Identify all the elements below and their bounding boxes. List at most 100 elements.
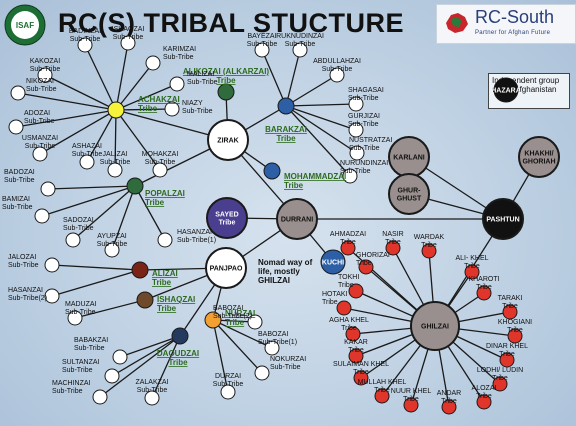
page-title: RC(S) TRIBAL STUCTURE	[58, 8, 404, 38]
node-jalozai	[44, 257, 60, 273]
label-hazara: HAZARA	[491, 88, 521, 95]
node-kakozai	[37, 67, 53, 83]
node-lodhi	[492, 376, 508, 392]
link-karimzai	[115, 62, 154, 111]
label-karlani: KARLANI	[393, 155, 425, 162]
link-bayezai	[261, 49, 287, 107]
link-gurjizai	[285, 105, 357, 131]
node-alizai	[131, 261, 149, 279]
node-maduzai	[67, 310, 83, 326]
label-panjpao: PANJPAO	[210, 266, 243, 273]
node-ayupzai	[104, 242, 120, 258]
node-kakar	[348, 348, 364, 364]
node-nuurkhel	[403, 397, 419, 413]
label-khakhi: KHAKHI/GHORIAH	[522, 151, 555, 166]
link-maduzai	[74, 299, 146, 319]
node-taraki	[502, 304, 518, 320]
node-alozai	[476, 394, 492, 410]
node-bamizai	[34, 208, 50, 224]
link-babozai1	[212, 319, 273, 349]
label-pashtun: PASHTUN	[486, 217, 519, 224]
node-usmanzai	[32, 146, 48, 162]
link-jalizai	[114, 109, 117, 171]
node-andar	[441, 399, 457, 415]
node-ghurghust	[388, 173, 430, 215]
node-hasanzai1	[157, 232, 173, 248]
node-ruknudinzai	[292, 42, 308, 58]
node-nasir	[385, 240, 401, 256]
node-nikozai	[10, 85, 26, 101]
label-durrani: DURRANI	[281, 217, 313, 224]
label-kuchi: KUCHI	[322, 260, 344, 267]
link-zalakzai	[151, 335, 181, 399]
node-badozai	[40, 181, 56, 197]
link-sultanzai	[111, 335, 181, 377]
node-ishaqzai_s	[120, 35, 136, 51]
link-bamizai	[41, 185, 136, 217]
link-nokurzai	[212, 319, 263, 374]
node-sultanzai	[104, 368, 120, 384]
node-niazy	[164, 101, 180, 117]
node-mohakzai	[152, 162, 168, 178]
node-kuchi	[320, 249, 346, 275]
link-babakzai	[119, 335, 181, 358]
link-abdullahzai	[285, 74, 338, 107]
node-khakhi	[518, 136, 560, 178]
node-mohammadzai	[263, 162, 281, 180]
isaf-logo: ISAF	[4, 4, 46, 46]
node-alikozai	[217, 83, 235, 101]
node-kharoti	[476, 285, 492, 301]
node-sayed	[206, 197, 248, 239]
node-durrani	[276, 198, 318, 240]
node-zirak	[207, 119, 249, 161]
node-babozai1	[264, 340, 280, 356]
node-ahmadzai	[340, 240, 356, 256]
link-sadozai	[72, 185, 136, 241]
node-nurzai	[204, 311, 222, 329]
node-wardak	[421, 243, 437, 259]
link-jalozai	[51, 264, 141, 271]
node-khogiani	[507, 328, 523, 344]
node-dinarkhel	[499, 352, 515, 368]
isaf-logo-text: ISAF	[16, 21, 34, 30]
kuchi-note: Nomad way of life, mostly GHILZAI	[258, 258, 313, 285]
node-achakzai	[107, 101, 125, 119]
node-bayezai	[254, 42, 270, 58]
link-ishaqzai_s	[115, 42, 129, 111]
node-zalakzai	[144, 390, 160, 406]
node-ghorizai	[358, 259, 374, 275]
graph-nodes	[8, 35, 560, 415]
